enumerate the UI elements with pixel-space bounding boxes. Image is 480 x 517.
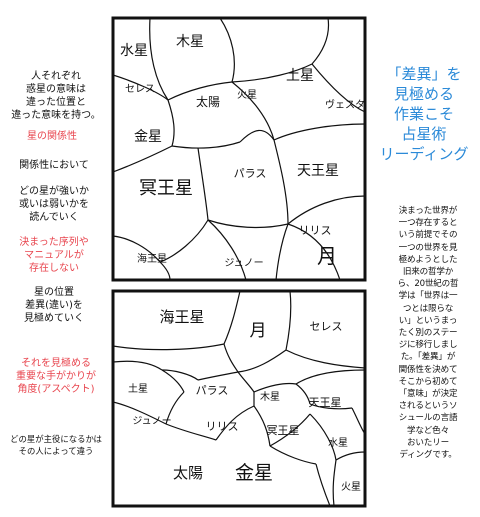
bottom-label-mars: 火星 [341,481,361,493]
bottom-label-juno: ジュノー [132,416,171,427]
bottom-label-moon: 月 [250,321,267,341]
leading-note: どの星が主役になるかは その人によって違う [10,434,102,456]
top-label-mercury: 水星 [120,43,148,59]
philosophy-note: 決まった世界が 一つ存在すると いう前提でその 一つの世界を見 極めようとした … [397,206,459,461]
no-order-note: 決まった序列や マニュアルが 存在しない [19,237,89,274]
top-label-lilith: リリス [299,224,332,237]
intro-note: 人それぞれ 惑星の意味は 違った位置と 違った意味を持つ。 [11,71,101,121]
bottom-label-venus: 金星 [235,462,273,484]
relations-note: 関係性において [19,160,89,171]
bottom-label-pallas: パラス [196,384,229,397]
bottom-panel: 海王星 月 セレス 土星 パラス 木星 天王星 ジュノー リリス 冥王星 水星 … [111,289,367,508]
top-label-juno: ジュノー [224,258,263,269]
bottom-label-ceres: セレス [310,320,343,333]
bottom-label-saturn: 土星 [128,382,148,395]
top-label-pluto: 冥王星 [139,178,193,199]
top-label-uranus: 天王星 [297,163,339,179]
strength-note: どの星が強いか 或いは弱いかを 読んでいく [19,186,89,223]
relations-title: 星の関係性 [27,131,77,142]
top-label-mars: 火星 [237,89,257,101]
top-label-ceres: セレス [125,83,155,95]
top-label-jupiter: 木星 [176,34,204,50]
top-label-saturn: 土星 [286,68,314,84]
position-note: 星の位置 差異(違い)を 見極めていく [24,287,84,324]
top-label-neptune: 海王星 [137,252,167,265]
top-label-moon: 月 [317,244,337,268]
aspect-note: それを見極める 重要な手がかりが 角度(アスペクト) [16,358,96,395]
top-label-pallas: パラス [234,167,267,180]
top-label-vesta: ヴェスタ [325,98,365,111]
top-label-venus: 金星 [134,129,162,145]
top-label-sun: 太陽 [196,94,220,109]
bottom-label-sun: 太陽 [173,464,203,482]
bottom-label-uranus: 天王星 [309,396,342,409]
bottom-label-pluto: 冥王星 [267,424,300,437]
bottom-label-lilith: リリス [206,420,239,433]
top-panel: 水星 木星 セレス 太陽 火星 土星 ヴェスタ 金星 冥王星 パラス 天王星 ジ… [111,16,367,282]
bottom-label-neptune: 海王星 [159,308,204,326]
bottom-label-jupiter: 木星 [260,391,280,403]
bottom-label-mercury: 水星 [328,437,348,449]
headline: 「差異」を 見極める 作業こそ 占星術 リーディング [379,65,469,163]
